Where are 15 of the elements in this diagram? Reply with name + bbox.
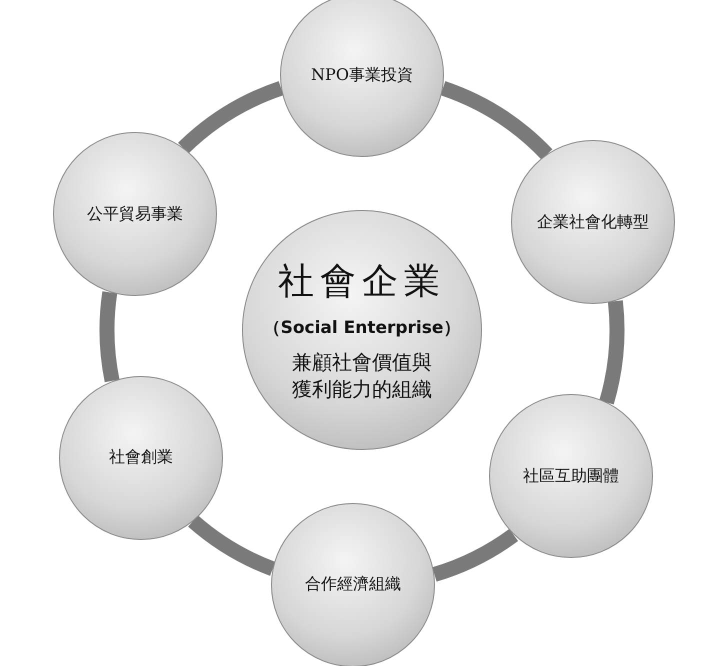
category-label: 企業社會化轉型 <box>537 212 650 233</box>
ring-connector <box>188 515 276 576</box>
category-label: NPO事業投資 <box>311 64 413 86</box>
description-text: 兼顧社會價值與獲利能力的組織 <box>291 349 433 403</box>
title-text: 社會企業 <box>278 260 446 304</box>
category-label: 合作經濟組織 <box>305 574 402 596</box>
ring-connector <box>100 292 120 382</box>
category-label: 社區互助團體 <box>522 466 619 487</box>
ring-connector <box>432 528 518 582</box>
category-label: 社會創業 <box>109 447 174 468</box>
category-label: 公平貿易事業 <box>86 204 183 225</box>
ring-connector <box>440 81 552 160</box>
ring-connector <box>599 300 624 404</box>
subtitle-text: （Social Enterprise） <box>264 317 460 339</box>
ring-connector <box>178 81 284 154</box>
